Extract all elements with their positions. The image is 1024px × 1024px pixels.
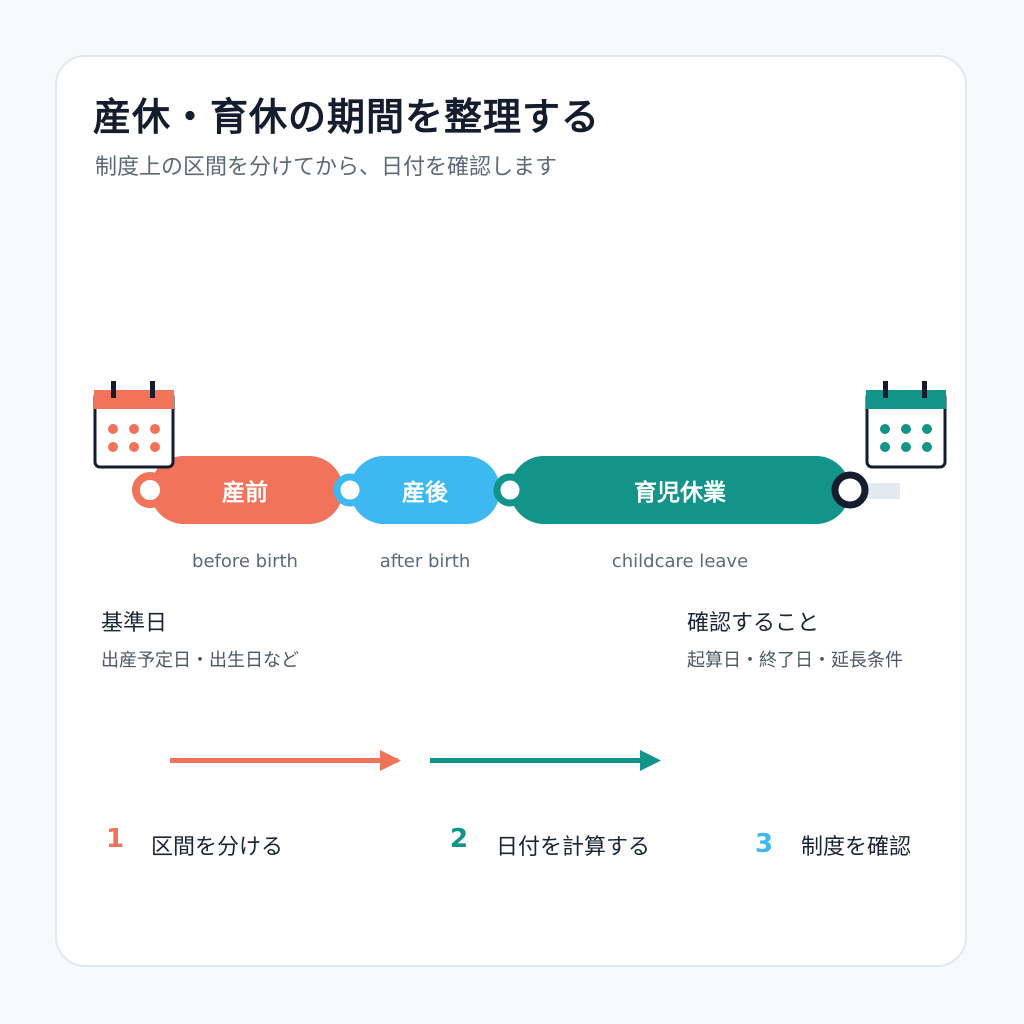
segment-pill-before-birth — [150, 456, 343, 524]
timeline-node-end — [831, 471, 869, 509]
step-label-2: 日付を計算する — [496, 835, 651, 860]
timeline-node-3 — [493, 473, 527, 507]
segment-pill-after-birth — [350, 456, 500, 524]
step-label-3: 制度を確認 — [801, 835, 912, 860]
step-number-1: 1 — [106, 824, 125, 854]
segment-label-after-birth: 産後 — [402, 480, 448, 506]
calendar-icon — [93, 381, 175, 469]
timeline-node-1 — [132, 472, 168, 508]
check-items-heading: 確認すること — [687, 611, 820, 636]
timeline-node-2 — [333, 473, 367, 507]
segment-sublabel-before-birth: before birth — [192, 551, 298, 572]
step-number-3: 3 — [755, 829, 774, 859]
segment-sublabel-after-birth: after birth — [379, 551, 471, 572]
segment-pill-childcare — [510, 456, 850, 524]
arrow-teal — [430, 750, 661, 771]
segment-label-childcare: 育児休業 — [634, 480, 726, 506]
timeline-end-stub — [866, 483, 900, 499]
segment-label-before-birth: 産前 — [222, 480, 268, 506]
check-items-detail: 起算日・終了日・延長条件 — [687, 650, 903, 671]
page-title: 産休・育休の期間を整理する — [93, 95, 601, 139]
step-label-1: 区間を分ける — [151, 835, 284, 860]
page-subtitle: 制度上の区間を分けてから、日付を確認します — [95, 155, 558, 180]
base-date-heading: 基準日 — [101, 611, 168, 636]
segment-sublabel-childcare: childcare leave — [611, 551, 749, 572]
calendar-icon — [865, 381, 947, 469]
base-date-detail: 出産予定日・出生日など — [101, 650, 299, 671]
step-number-2: 2 — [450, 824, 469, 854]
arrow-coral — [170, 750, 401, 771]
